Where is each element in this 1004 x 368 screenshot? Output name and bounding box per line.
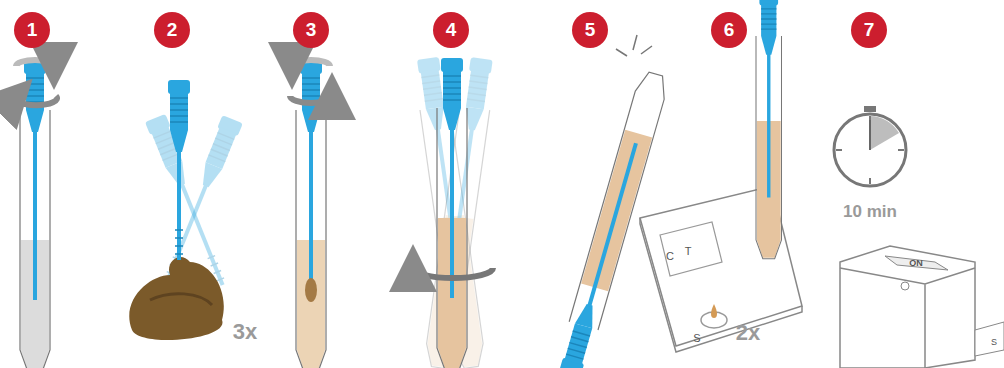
step-number: 1 — [27, 19, 38, 41]
control-line-mark: C — [666, 251, 674, 262]
step-number: 3 — [306, 19, 317, 41]
step-number-circle: 4 — [433, 12, 469, 48]
drop-count: 2x — [736, 322, 760, 344]
step-number: 4 — [446, 19, 457, 41]
step-number: 5 — [585, 19, 596, 41]
step-number-circle: 6 — [711, 12, 747, 48]
step-number-circle: 1 — [14, 12, 50, 48]
step-number: 2 — [167, 19, 178, 41]
step-number: 6 — [724, 19, 735, 41]
cassette-mark: S — [991, 338, 997, 347]
timer-duration: 10 min — [843, 203, 897, 220]
sample-well-mark: S — [693, 333, 700, 344]
step-number-circle: 7 — [851, 12, 887, 48]
reader-display: ON — [909, 259, 923, 268]
test-line-mark: T — [685, 246, 692, 257]
step-number-circle: 2 — [154, 12, 190, 48]
step-number: 7 — [864, 19, 875, 41]
repeat-count: 3x — [233, 321, 257, 343]
step-number-circle: 5 — [572, 12, 608, 48]
step-number-circle: 3 — [293, 12, 329, 48]
